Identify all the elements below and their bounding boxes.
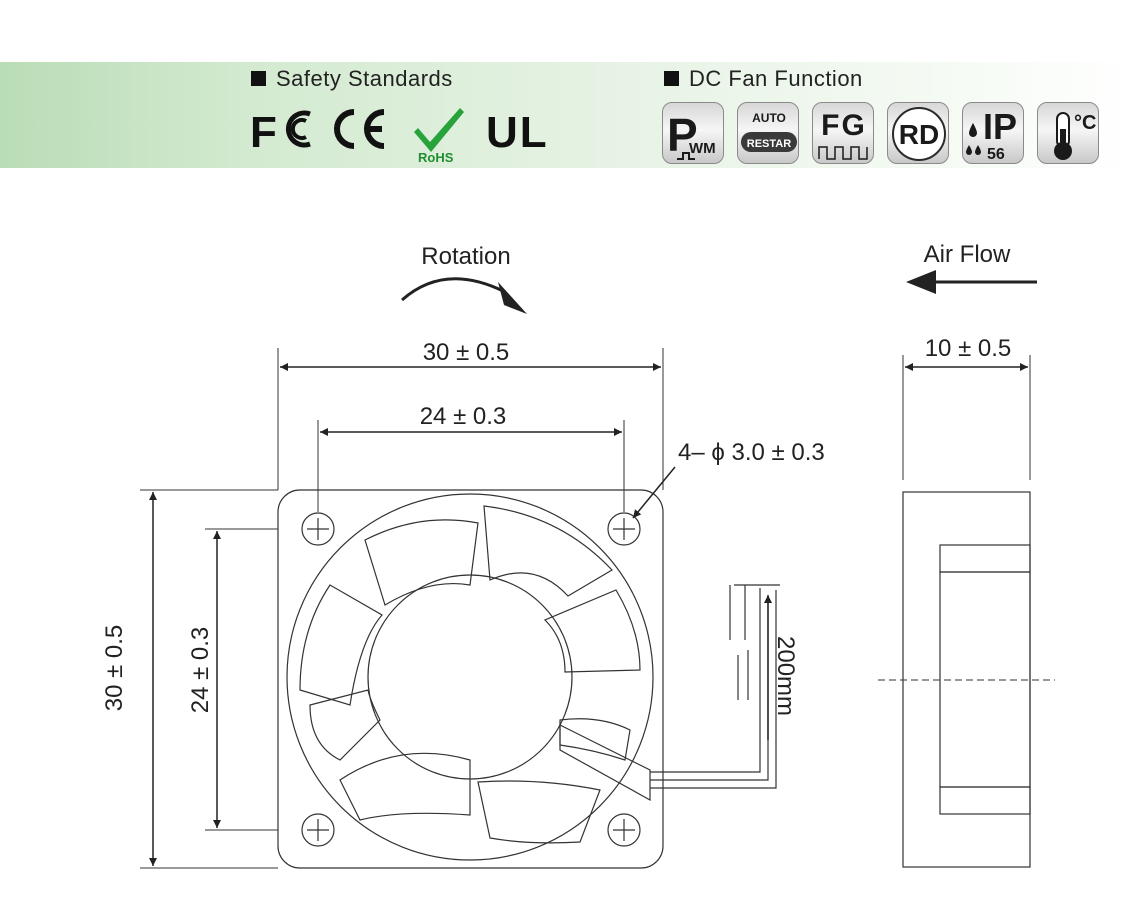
dim-thickness-label: 10 ± 0.5 bbox=[925, 335, 1012, 362]
ce-logo bbox=[334, 109, 385, 149]
rd-icon: RD bbox=[887, 102, 949, 164]
dim-width-inner-label: 24 ± 0.3 bbox=[420, 403, 507, 430]
dim-height-outer bbox=[140, 489, 278, 869]
dim-height-inner bbox=[205, 528, 278, 831]
svg-text:RESTAR: RESTAR bbox=[747, 138, 791, 150]
dim-width-outer bbox=[277, 348, 664, 490]
safety-standards-heading: Safety Standards bbox=[251, 66, 453, 92]
cable-leads bbox=[650, 584, 780, 789]
svg-text:AUTO: AUTO bbox=[752, 111, 786, 125]
rotation-label: Rotation bbox=[421, 243, 510, 270]
airflow-arrow bbox=[906, 270, 1037, 294]
cable-length-label: 200mm bbox=[772, 636, 799, 716]
mounting-hole bbox=[607, 813, 641, 847]
svg-text:UL: UL bbox=[486, 108, 549, 157]
safety-logos: F RoHS UL bbox=[248, 100, 549, 165]
svg-text:RD: RD bbox=[899, 119, 939, 150]
dim-height-inner-label: 24 ± 0.3 bbox=[187, 627, 214, 714]
dim-holes-label: 4– ϕ 3.0 ± 0.3 bbox=[678, 439, 825, 466]
rohs-logo: RoHS bbox=[414, 108, 464, 165]
rotation-arrow bbox=[401, 277, 527, 314]
dim-height-outer-label: 30 ± 0.5 bbox=[101, 625, 128, 712]
airflow-label: Air Flow bbox=[924, 241, 1011, 268]
svg-text:IP: IP bbox=[983, 106, 1017, 147]
fg-icon: FG bbox=[812, 102, 874, 164]
dim-thickness bbox=[902, 355, 1031, 480]
dim-width-inner bbox=[317, 420, 625, 512]
svg-text:°C: °C bbox=[1074, 112, 1096, 134]
ul-logo: UL bbox=[486, 108, 549, 157]
mounting-hole bbox=[301, 512, 335, 546]
mounting-hole bbox=[607, 512, 641, 546]
ip56-icon: IP 56 bbox=[962, 102, 1024, 164]
auto-restart-icon: AUTO RESTAR bbox=[737, 102, 799, 164]
dim-width-outer-label: 30 ± 0.5 bbox=[423, 339, 510, 366]
mounting-hole bbox=[301, 813, 335, 847]
hole-leader-line bbox=[632, 466, 676, 519]
svg-text:56: 56 bbox=[987, 146, 1005, 163]
square-bullet-icon bbox=[664, 71, 679, 86]
fan-function-heading: DC Fan Function bbox=[664, 66, 863, 92]
svg-text:WM: WM bbox=[689, 140, 716, 157]
svg-text:RoHS: RoHS bbox=[418, 150, 454, 165]
pwm-icon: P WM bbox=[662, 102, 724, 164]
fan-front-view bbox=[277, 489, 664, 869]
square-bullet-icon bbox=[251, 71, 266, 86]
svg-text:FG: FG bbox=[821, 109, 867, 142]
thermometer-icon: °C bbox=[1037, 102, 1099, 164]
